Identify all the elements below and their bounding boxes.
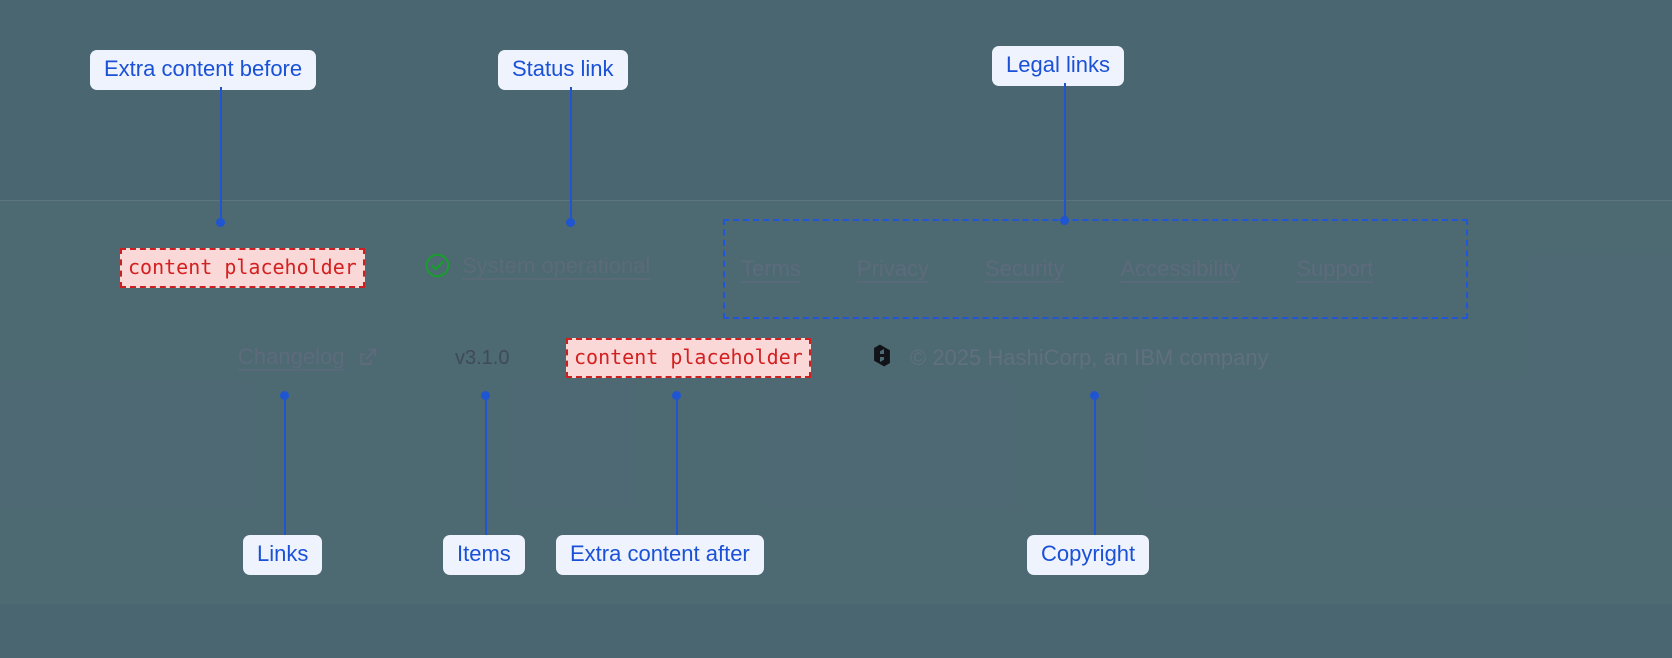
- annotation-line-extra-content-after: [676, 396, 678, 536]
- annotation-label-legal-links: Legal links: [992, 46, 1124, 86]
- annotation-line-status-link: [570, 87, 572, 223]
- annotation-dot-links: [280, 391, 289, 400]
- legal-link-security[interactable]: Security: [985, 256, 1065, 281]
- annotation-label-items: Items: [443, 535, 525, 575]
- check-circle-icon: [424, 252, 451, 279]
- annotation-dot-status-link: [566, 218, 575, 227]
- changelog-link-label: Changelog: [238, 344, 345, 369]
- legal-link-support[interactable]: Support: [1296, 256, 1374, 281]
- annotation-line-links: [284, 396, 286, 536]
- status-link[interactable]: System operational: [424, 252, 650, 279]
- legal-link-terms[interactable]: Terms: [741, 256, 801, 281]
- annotation-line-extra-content-before: [220, 87, 222, 223]
- copyright-text: © 2025 HashiCorp, an IBM company: [910, 345, 1269, 370]
- status-link-label: System operational: [462, 252, 651, 278]
- footer-top-divider: [0, 200, 1672, 201]
- extra-content-before-placeholder: content placeholder: [120, 248, 365, 288]
- annotation-dot-copyright: [1090, 391, 1099, 400]
- version-label: v3.1.0: [455, 347, 510, 369]
- copyright-block: © 2025 HashiCorp, an IBM company: [868, 343, 1269, 373]
- annotation-line-copyright: [1094, 396, 1096, 536]
- annotation-label-links: Links: [243, 535, 323, 575]
- annotation-label-status-link: Status link: [498, 50, 628, 90]
- annotation-line-legal-links: [1064, 83, 1066, 219]
- changelog-link[interactable]: Changelog: [238, 344, 380, 370]
- legal-link-accessibility[interactable]: Accessibility: [1120, 256, 1241, 281]
- legal-link-privacy[interactable]: Privacy: [856, 256, 930, 281]
- annotation-label-extra-content-before: Extra content before: [90, 50, 317, 90]
- extra-content-after-placeholder: content placeholder: [566, 338, 811, 378]
- annotation-line-items: [485, 396, 487, 536]
- annotation-dot-extra-content-after: [672, 391, 681, 400]
- legal-links-group: Terms Privacy Security Accessibility Sup…: [723, 219, 1468, 319]
- annotation-dot-extra-content-before: [216, 218, 225, 227]
- annotation-dot-items: [481, 391, 490, 400]
- annotation-dot-legal-links: [1060, 216, 1069, 225]
- annotation-label-extra-content-after: Extra content after: [556, 535, 764, 575]
- annotation-label-copyright: Copyright: [1027, 535, 1150, 575]
- hashicorp-logo: [868, 343, 896, 373]
- external-link-icon: [356, 345, 380, 369]
